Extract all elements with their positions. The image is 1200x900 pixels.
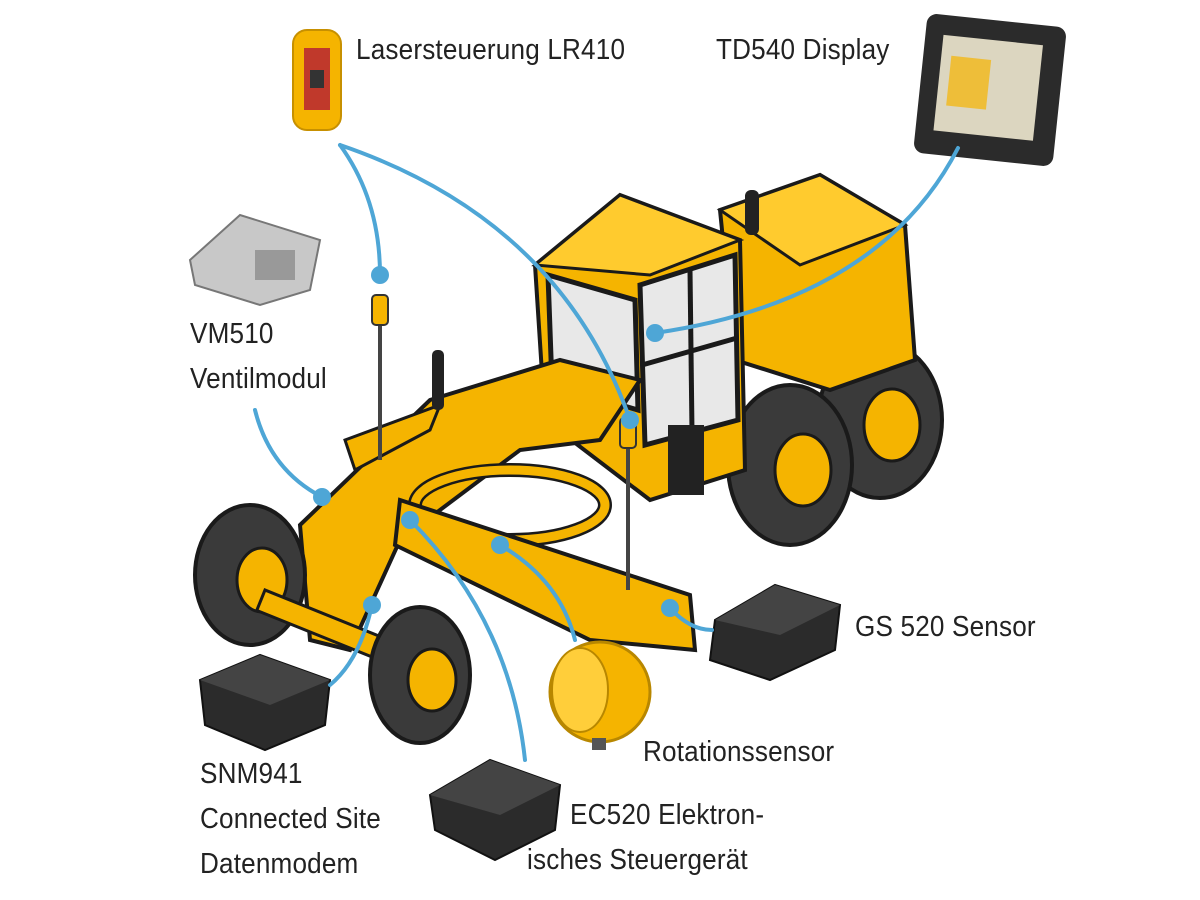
label-connected-site: Connected Site (200, 803, 381, 835)
label-rotationssensor: Rotationssensor (643, 736, 835, 768)
gs520-sensor (708, 583, 842, 682)
td540-display (914, 14, 1066, 166)
callout-laser-left (338, 143, 382, 277)
label-ec520: EC520 Elektron- (570, 799, 765, 831)
control-lever (432, 350, 444, 410)
ec520-control-unit (428, 758, 562, 862)
laser-mast-left (371, 294, 389, 460)
exhaust-pipe (745, 190, 759, 235)
rear-wheel-front (726, 383, 854, 547)
main-frame (297, 350, 644, 653)
cab (531, 192, 748, 503)
callout-rotation (498, 543, 577, 642)
callout-vm510 (253, 408, 324, 499)
callout-dots (313, 266, 679, 617)
rotation-sensor (548, 640, 652, 750)
callout-ec520 (408, 518, 527, 762)
callout-snm941 (328, 603, 374, 687)
front-wheel-right (368, 605, 472, 745)
laser-mast-right (619, 417, 637, 590)
cab-step (668, 425, 704, 495)
label-laser-lr410: Lasersteuerung LR410 (356, 34, 626, 66)
laser-receiver-lr410 (292, 29, 342, 131)
label-steuergeraet: isches Steuergerät (527, 844, 748, 876)
label-ventilmodul: Ventilmodul (190, 363, 327, 395)
callout-display (653, 146, 960, 335)
label-datenmodem: Datenmodem (200, 848, 359, 880)
moldboard-blade (392, 497, 698, 653)
callout-lines (253, 143, 960, 762)
label-td540-display: TD540 Display (716, 34, 890, 66)
label-snm941: SNM941 (200, 758, 303, 790)
snm941-modem (198, 653, 332, 752)
label-gs520-sensor: GS 520 Sensor (855, 611, 1036, 643)
label-vm510: VM510 (190, 318, 274, 350)
vm510-valve-module (188, 213, 322, 307)
callout-laser-right (338, 143, 632, 422)
